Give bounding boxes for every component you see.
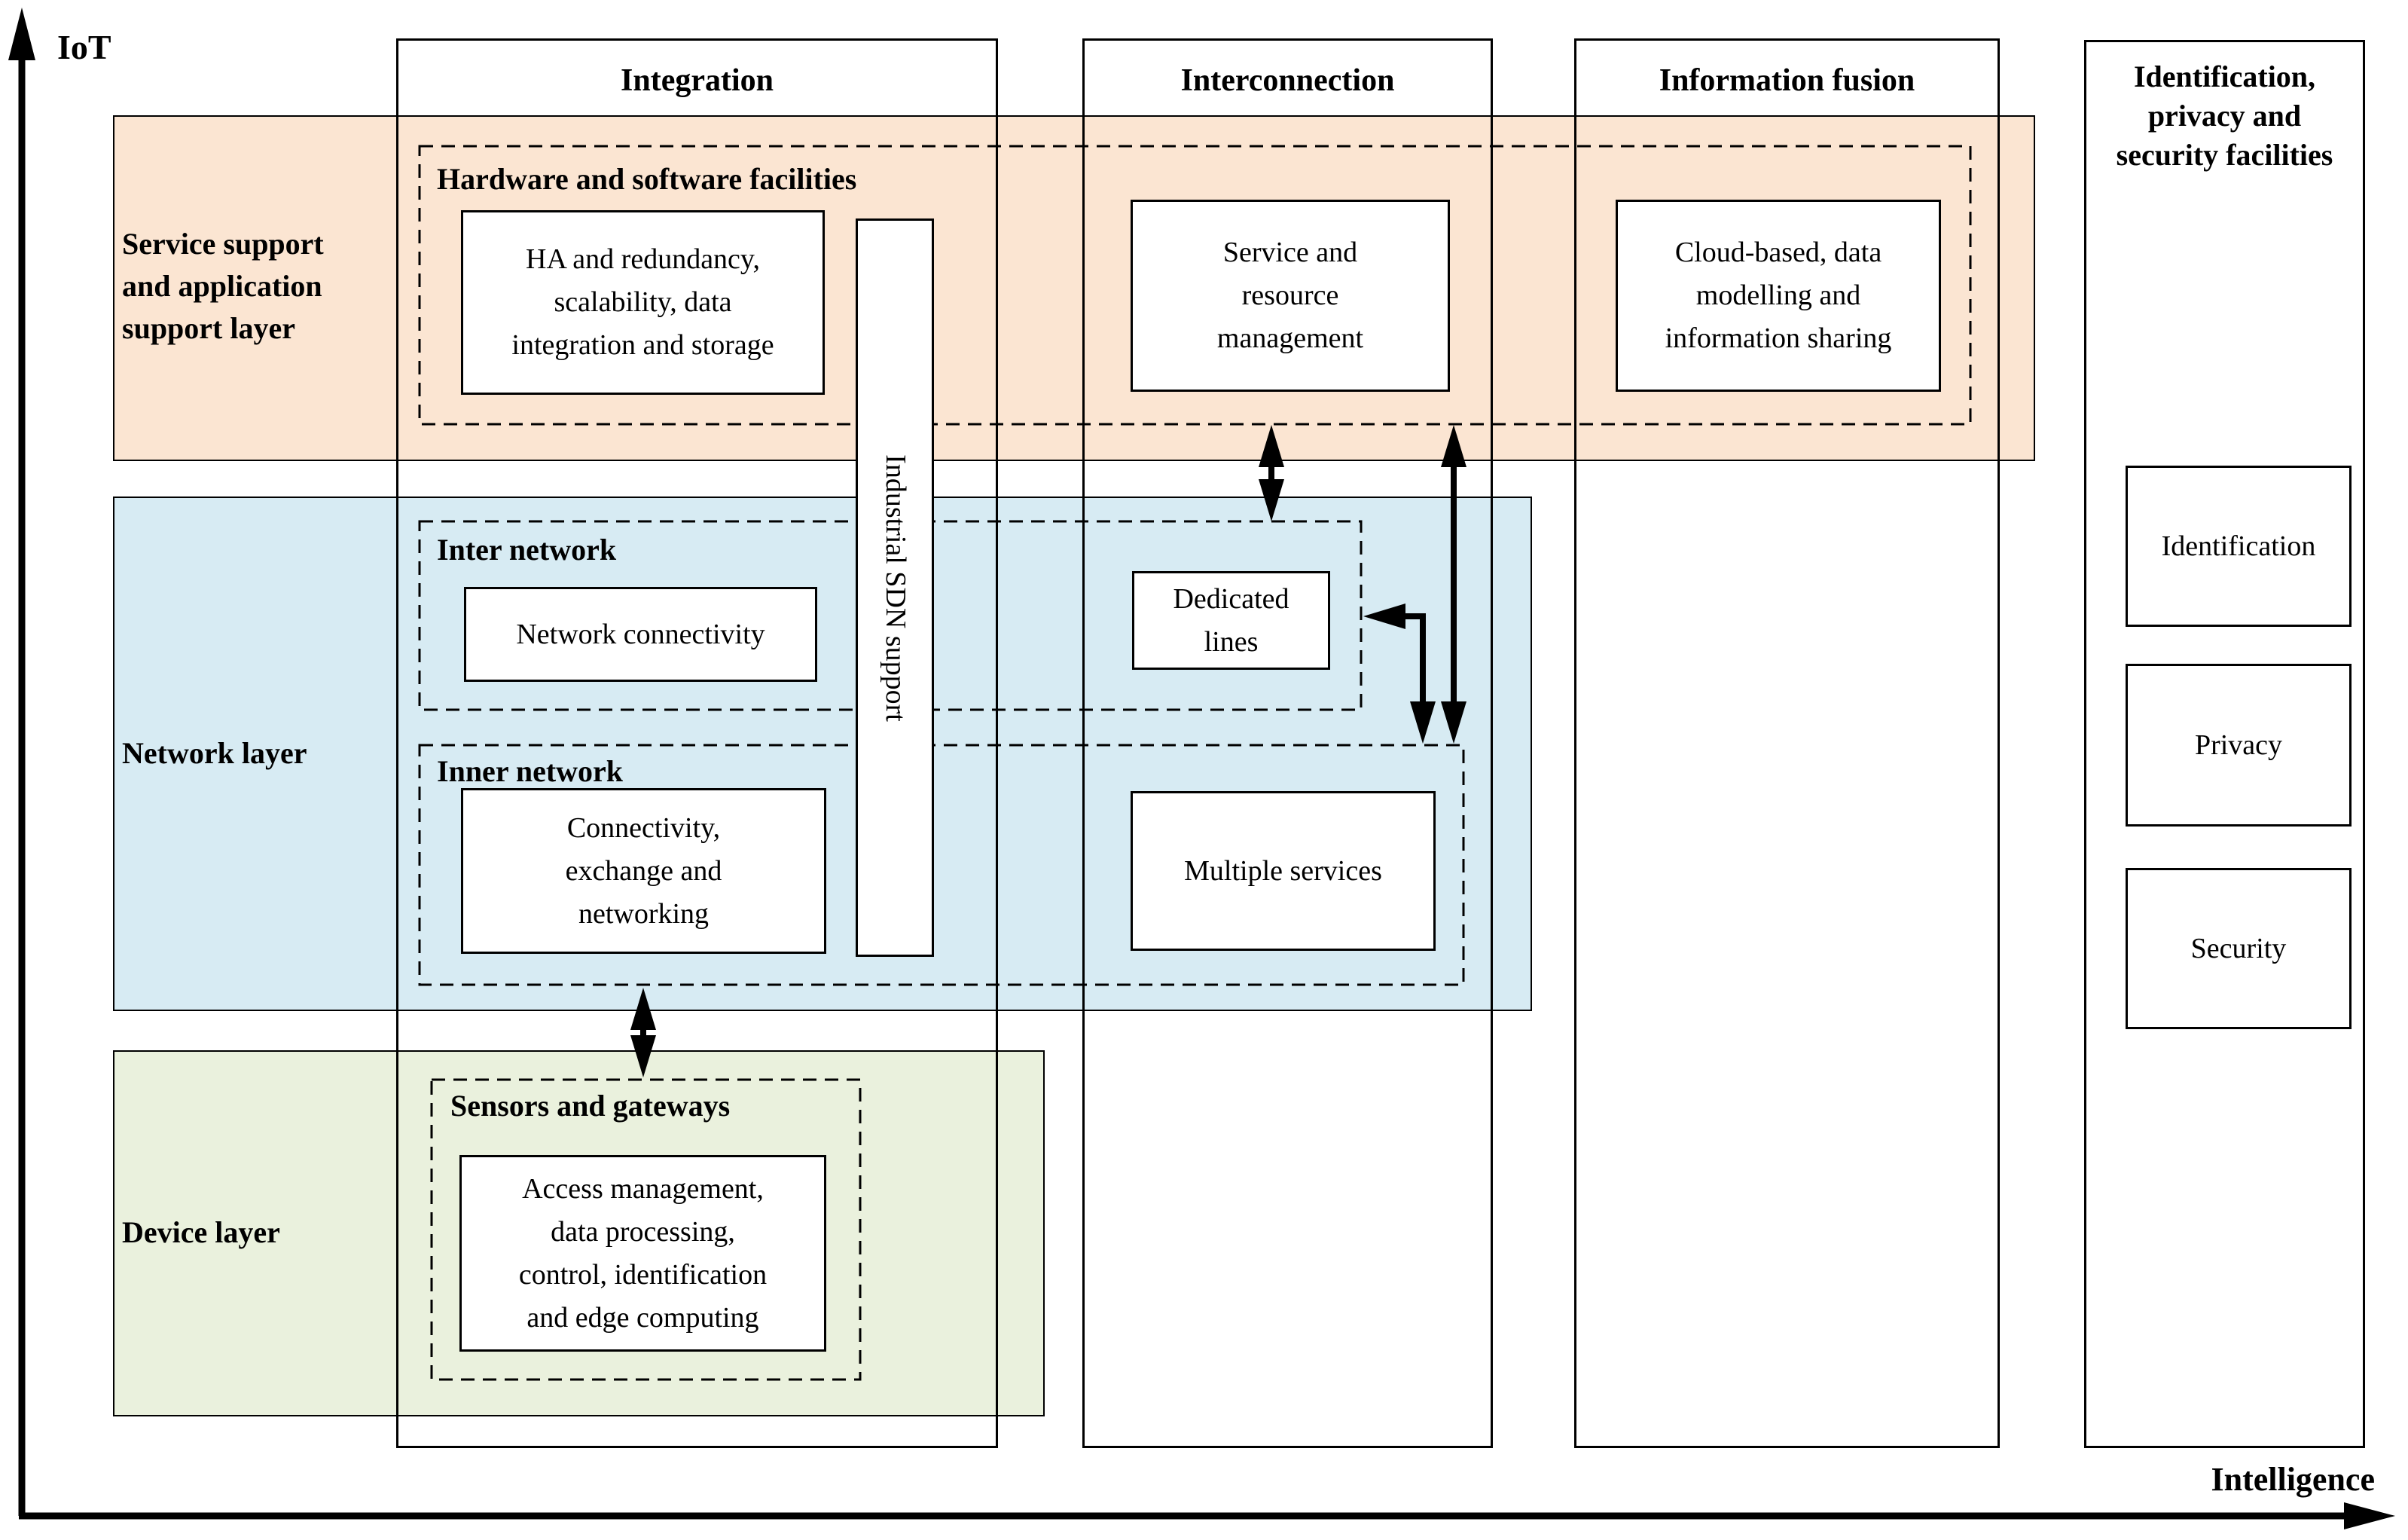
network-layer-label: Network layer bbox=[122, 736, 307, 770]
sensors-gateways-dashed-box bbox=[430, 1078, 862, 1381]
service-support-layer-label: Service support and application support … bbox=[122, 227, 324, 345]
column-identification-privacy-security-header: Identification, privacy and security fac… bbox=[2116, 60, 2333, 172]
column-identification-privacy-security: Identification, privacy and security fac… bbox=[2084, 40, 2365, 1448]
x-axis-arrowhead bbox=[2344, 1502, 2395, 1529]
arrow-dedicatedlines-to-innernetwork bbox=[1363, 603, 1436, 744]
inter-network-label: Inter network bbox=[437, 533, 617, 567]
network-connectivity-box: Network connectivity bbox=[464, 587, 817, 682]
arrow-service-to-innernetwork bbox=[1441, 425, 1466, 744]
device-layer-label: Device layer bbox=[122, 1215, 280, 1249]
privacy-box: Privacy bbox=[2126, 664, 2352, 827]
hardware-software-facilities-dashed-box bbox=[418, 145, 1972, 426]
column-interconnection-header: Interconnection bbox=[1180, 63, 1395, 98]
identification-box: Identification bbox=[2126, 466, 2352, 627]
column-interconnection: Interconnection bbox=[1082, 38, 1493, 1448]
intelligence-axis-label: Intelligence bbox=[2211, 1461, 2375, 1498]
column-integration: Integration bbox=[396, 38, 998, 1448]
access-management-box: Access management, data processing, cont… bbox=[459, 1155, 826, 1352]
arrow-service-to-internetwork bbox=[1259, 425, 1284, 521]
column-integration-header: Integration bbox=[621, 63, 774, 98]
service-resource-management-box: Service and resource management bbox=[1131, 200, 1450, 392]
dedicated-lines-box: Dedicated lines bbox=[1132, 571, 1330, 670]
x-axis bbox=[19, 1502, 2395, 1529]
column-information-fusion: Information fusion bbox=[1574, 38, 2000, 1448]
inner-network-dashed-box bbox=[418, 744, 1465, 986]
column-information-fusion-header: Information fusion bbox=[1659, 63, 1915, 98]
inner-network-label: Inner network bbox=[437, 754, 624, 788]
arrow-innernetwork-to-sensors bbox=[630, 988, 656, 1077]
security-box: Security bbox=[2126, 868, 2352, 1029]
ha-redundancy-box: HA and redundancy, scalability, data int… bbox=[461, 210, 825, 395]
hardware-software-facilities-label: Hardware and software facilities bbox=[437, 162, 857, 196]
y-axis-arrowhead bbox=[8, 8, 35, 60]
multiple-services-box: Multiple services bbox=[1131, 791, 1436, 951]
cloud-data-modelling-box: Cloud-based, data modelling and informat… bbox=[1616, 200, 1941, 392]
industrial-sdn-support-box: Industrial SDN support bbox=[856, 218, 934, 957]
connectivity-exchange-networking-box: Connectivity, exchange and networking bbox=[461, 788, 826, 954]
y-axis bbox=[8, 8, 35, 1516]
iot-axis-label: IoT bbox=[57, 28, 111, 66]
sensors-gateways-label: Sensors and gateways bbox=[450, 1089, 731, 1123]
